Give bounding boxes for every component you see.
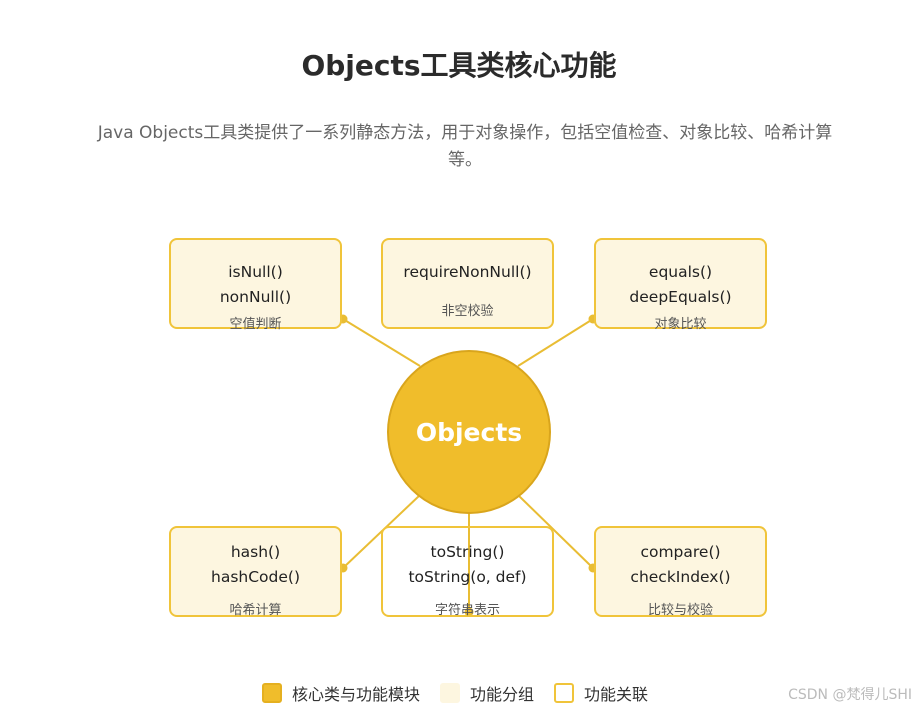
method-label: isNull() [228,263,283,281]
method-label: equals() [648,263,713,281]
card-caption: 非空校验 [441,304,494,319]
method-label: nonNull() [219,288,292,306]
method-label: checkIndex() [630,568,731,586]
card-compare: compare() checkIndex() 比较与校验 [594,526,767,618]
method-label: hash() [230,543,281,561]
method-label: toString(o, def) [408,568,527,586]
legend-item-core: 核心类与功能模块 [262,681,420,705]
watermark: CSDN @梵得儿SHI [788,687,912,703]
card-caption: 字符串表示 [434,603,500,618]
legend-label: 核心类与功能模块 [292,685,421,704]
card-caption: 对象比较 [654,317,707,332]
connector-isnull [342,318,421,367]
diagram-description: Java Objects工具类提供了一系列静态方法，用于对象操作，包括空值检查、… [97,123,833,170]
card-null-check: isNull() nonNull() 空值判断 [169,238,342,332]
method-label: requireNonNull() [403,263,532,281]
card-tostring: toString() toString(o, def) 字符串表示 [381,526,554,618]
card-caption: 空值判断 [229,317,282,332]
method-label: deepEquals() [629,288,732,306]
card-require-non-null: requireNonNull() 非空校验 [381,238,554,329]
card-hash: hash() hashCode() 哈希计算 [169,526,342,618]
method-label: toString() [430,543,505,561]
legend-item-link: 功能关联 [554,681,648,705]
legend-swatch-group [440,683,461,703]
card-equals: equals() deepEquals() 对象比较 [594,238,767,332]
hub-label: Objects [415,417,523,447]
method-label: hashCode() [211,568,300,586]
card-caption: 哈希计算 [229,603,282,618]
connector-dot-tostring [464,607,474,617]
legend-swatch-core [262,683,282,703]
legend-label: 功能分组 [470,685,535,704]
card-caption: 比较与校验 [647,603,713,618]
diagram-title: Objects工具类核心功能 [301,49,617,82]
legend-label: 功能关联 [584,685,649,704]
legend-item-group: 功能分组 [440,681,534,705]
objects-hub: Objects [387,350,551,514]
method-label: compare() [640,543,721,561]
connector-equals [517,318,594,367]
legend: 核心类与功能模块 功能分组 功能关联 [262,682,668,704]
legend-swatch-link [554,683,575,703]
connector-compare [517,494,594,569]
